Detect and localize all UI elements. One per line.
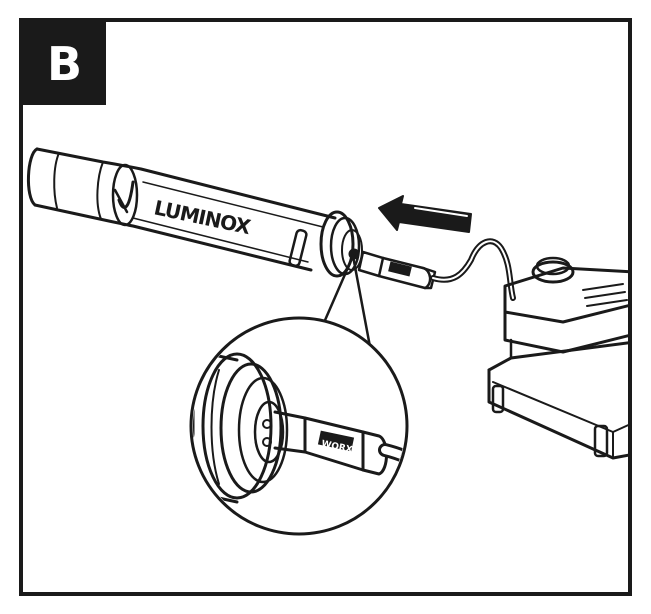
illustration-frame: B LUMINOX [19,18,632,596]
charging-illustration: LUMINOX [26,147,628,536]
step-badge: B [23,22,106,105]
battery-pack [487,256,628,460]
magnified-plug: WORX [273,410,405,476]
detail-magnifier: WORX [189,316,409,536]
step-label: B [46,36,83,91]
charging-plug [357,250,437,290]
tool-body: LUMINOX [26,147,363,278]
device-logo-icon [111,163,139,227]
insert-direction-arrow-icon [378,195,472,233]
device-brand-text: LUMINOX [152,195,253,239]
